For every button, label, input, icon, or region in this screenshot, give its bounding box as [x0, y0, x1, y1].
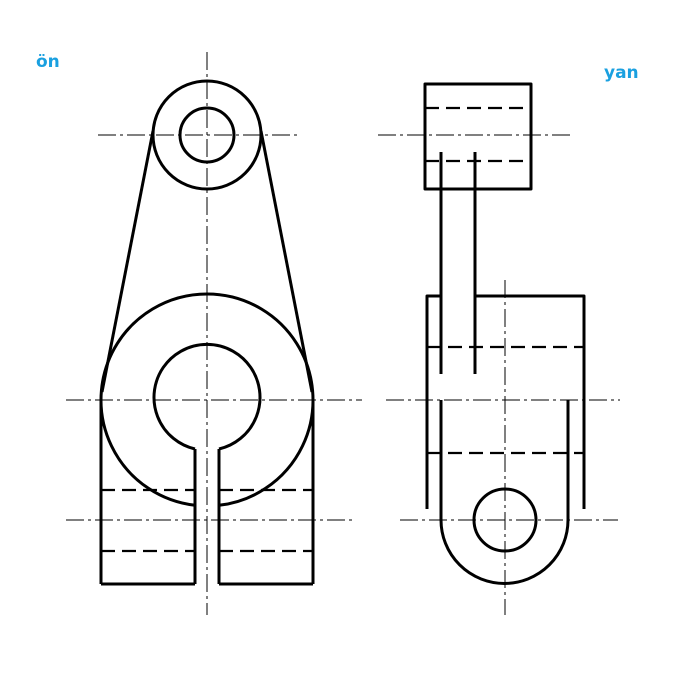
front-bore-with-slot: [152, 342, 262, 451]
side-view-label: yan: [604, 63, 639, 83]
front-large-boss-outer-arc: [99, 292, 315, 507]
front-view: [66, 52, 362, 615]
front-top-boss-hole: [178, 106, 236, 164]
side-view: [378, 82, 620, 615]
front-arm-left-edge: [100, 130, 155, 393]
side-lower-body-top: [425, 294, 441, 509]
side-lower-body-top-right: [475, 294, 586, 509]
side-rounded-bottom: [439, 519, 570, 585]
front-view-label: ön: [36, 52, 60, 72]
side-top-boss: [423, 82, 533, 191]
front-arm-right-edge: [259, 130, 314, 393]
side-bolt-hole: [472, 487, 538, 553]
